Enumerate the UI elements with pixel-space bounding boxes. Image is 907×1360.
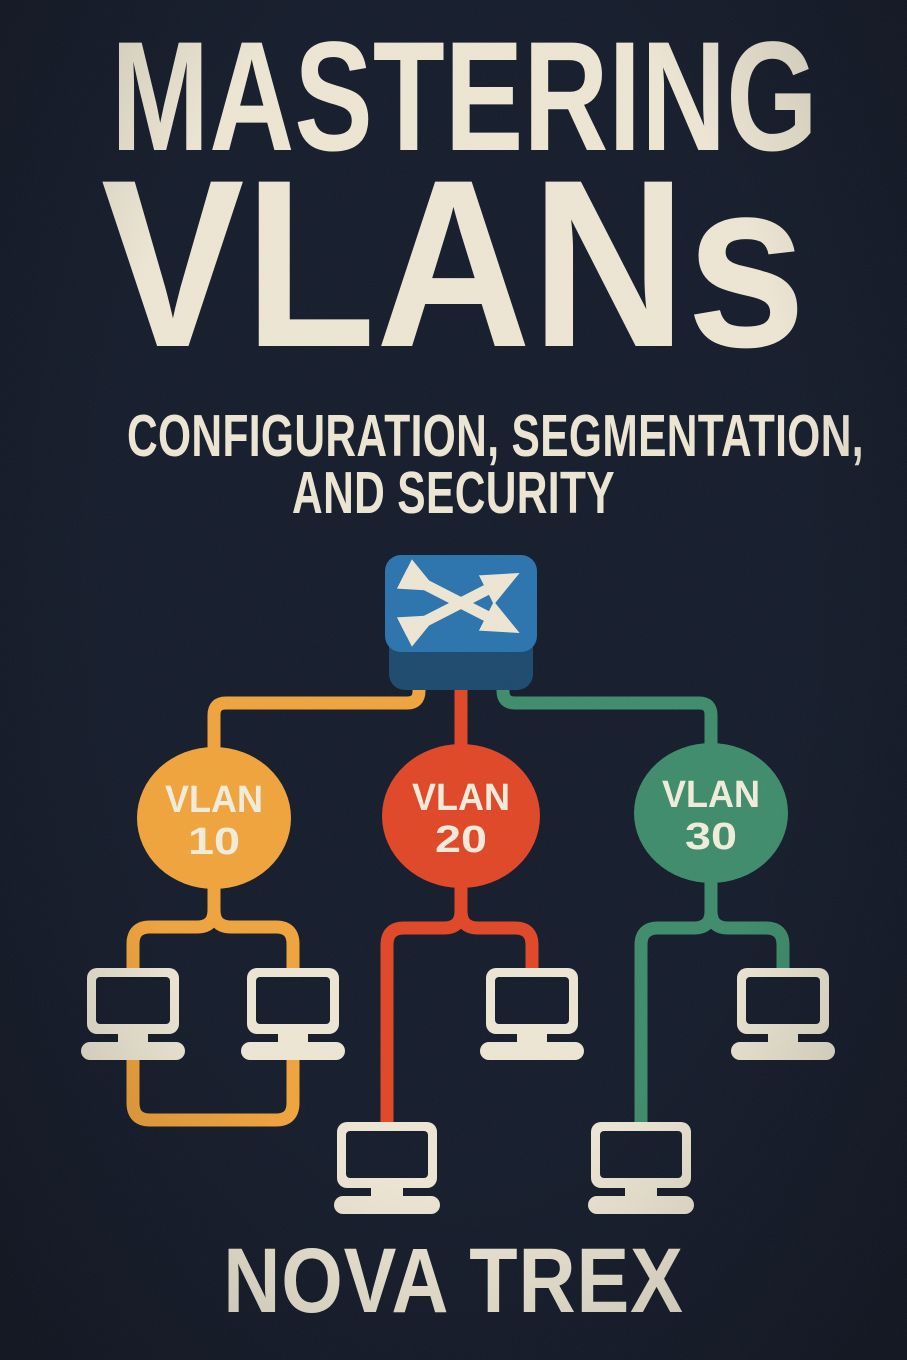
vlan-20-node: VLAN 20	[382, 744, 540, 888]
vlan-20-label: VLAN	[412, 777, 510, 819]
vlan-30-label: VLAN	[662, 774, 760, 816]
subtitle-line-2: AND SECURITY	[292, 460, 615, 527]
vlan-10-uplink-line	[207, 678, 426, 752]
vlan-10-node: VLAN 10	[137, 747, 291, 889]
author-name: NOVA TREX	[223, 1230, 684, 1332]
network-switch-icon	[385, 555, 537, 690]
workstation-icon-vlan20-a	[480, 968, 584, 1060]
workstation-icon-vlan10-a	[81, 968, 185, 1060]
workstation-icon-vlan30-b	[588, 1122, 694, 1214]
workstation-icon-vlan10-b	[241, 968, 345, 1060]
vlan-10-id: 10	[188, 821, 240, 863]
vlan-30-uplink-line	[496, 678, 718, 752]
title-line-2: VLANs	[100, 130, 807, 397]
workstation-icon-vlan20-b	[334, 1122, 440, 1214]
vlan-20-id: 20	[435, 819, 487, 861]
vlan-30-id: 30	[685, 816, 737, 858]
subtitle: CONFIGURATION, SEGMENTATION, AND SECURIT…	[126, 403, 864, 527]
subtitle-line-1: CONFIGURATION, SEGMENTATION,	[126, 403, 864, 469]
workstation-icon-vlan30-a	[731, 968, 835, 1060]
vlan-10-label: VLAN	[165, 779, 263, 821]
vlan-30-node: VLAN 30	[634, 743, 788, 883]
